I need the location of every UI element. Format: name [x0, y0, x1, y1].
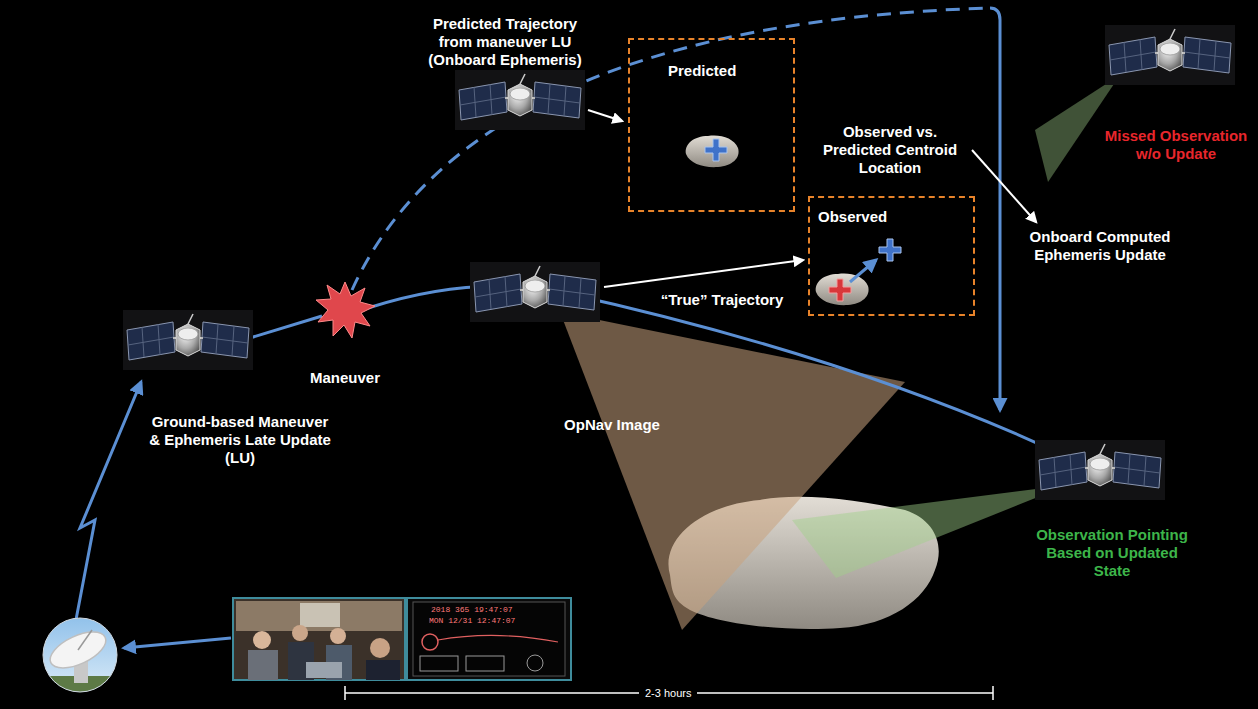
operations-photo	[438, 635, 558, 642]
leader-arrows	[604, 260, 803, 287]
ground-antenna	[45, 625, 111, 676]
frame-title: Observed	[818, 208, 887, 226]
operations-photo	[300, 603, 340, 627]
antenna-frame	[43, 618, 117, 692]
spacecraft	[455, 70, 585, 130]
time-scale-bar	[344, 686, 346, 700]
observed-frame: Observed	[808, 196, 975, 316]
spacecraft	[123, 310, 253, 370]
opnav-label: OpNav Image	[554, 416, 670, 434]
operations-photo	[233, 598, 405, 680]
predicted-centroid	[705, 139, 727, 161]
pointing-label-holder: Observation Pointing Based on Updated St…	[1026, 526, 1198, 580]
maneuver-label: Maneuver	[297, 369, 393, 387]
missed-observation-label-holder: Missed Observation w/o Update	[1097, 127, 1255, 163]
operations-photo	[413, 602, 565, 676]
offset-arrow	[850, 260, 876, 282]
spacecraft	[470, 262, 600, 322]
trajectory-lines	[75, 8, 1095, 648]
ground-antenna	[78, 630, 92, 650]
operations-photo	[292, 625, 308, 641]
scale-label: 2-3 hours	[645, 687, 691, 700]
trajectory-label: Predicted Trajectory from maneuver LU (O…	[421, 15, 589, 69]
downlink-arrow	[124, 638, 231, 648]
ground-antenna	[40, 615, 120, 696]
maneuver-burst	[316, 282, 375, 338]
predicted-frame: Predicted	[628, 38, 795, 212]
frame-title: Predicted	[668, 62, 736, 80]
operations-photo	[236, 601, 402, 631]
spacecraft	[1035, 440, 1165, 500]
predicted-trajectory	[352, 8, 990, 290]
time-scale-bar	[345, 686, 993, 700]
predicted-centroid	[879, 239, 901, 261]
leader-arrows	[588, 110, 622, 121]
operations-photo	[527, 655, 543, 671]
operations-photo	[422, 634, 438, 650]
operations-photo	[253, 631, 271, 649]
observed-asteroid	[816, 274, 869, 306]
ground-antenna	[40, 615, 120, 695]
approach-line	[250, 316, 322, 338]
pointing-label: Observation Pointing Based on Updated St…	[1028, 526, 1196, 580]
leader-arrows	[588, 110, 1036, 287]
ground-update-label: Ground-based Maneuver & Ephemeris Late U…	[146, 413, 334, 467]
operations-photo	[366, 660, 400, 680]
predicted-asteroid	[686, 136, 739, 168]
true-trajectory-label: “True” Trajectory	[644, 291, 800, 309]
operations-photo	[407, 598, 571, 680]
true-trajectory-label-holder: “True” Trajectory	[642, 291, 802, 309]
opnav-label-holder: OpNav Image	[552, 416, 672, 434]
ground-update-label-holder: Ground-based Maneuver & Ephemeris Late U…	[144, 413, 336, 467]
screen-readout: MON 12/31 12:47:07	[429, 616, 515, 625]
operations-photo	[233, 598, 571, 680]
centroid-label: Observed vs. Predicted Centroid Location	[816, 123, 964, 177]
operations-photo	[420, 656, 458, 671]
operations-photo	[248, 650, 278, 680]
opnav-cone	[560, 312, 905, 630]
screen-readout: 2018 365 19:47:07	[431, 605, 513, 614]
maneuver-label-holder: Maneuver	[295, 369, 395, 387]
leader-arrows	[972, 150, 1036, 222]
time-scale-bar	[992, 686, 994, 700]
missed-observation-label: Missed Observation w/o Update	[1099, 127, 1253, 163]
uplink-zigzag	[75, 382, 141, 625]
operations-photo	[466, 656, 504, 671]
observed-centroid	[829, 279, 851, 301]
operations-photo	[306, 662, 342, 678]
update-arrow	[990, 8, 1000, 410]
screen-readout-holder: 2018 365 19:47:07	[429, 605, 515, 614]
ephemeris-update-label: Onboard Computed Ephemeris Update	[1026, 228, 1174, 264]
ephemeris-update-label-holder: Onboard Computed Ephemeris Update	[1024, 228, 1176, 264]
spacecraft	[1105, 25, 1235, 85]
scale-label-holder: 2-3 hours	[639, 687, 697, 700]
centroid-label-holder: Observed vs. Predicted Centroid Location	[814, 123, 966, 177]
operations-photo	[370, 638, 390, 658]
trajectory-label-holder: Predicted Trajectory from maneuver LU (O…	[419, 15, 591, 69]
operations-photo	[330, 628, 346, 644]
screen-readout-holder: MON 12/31 12:47:07	[427, 616, 517, 625]
